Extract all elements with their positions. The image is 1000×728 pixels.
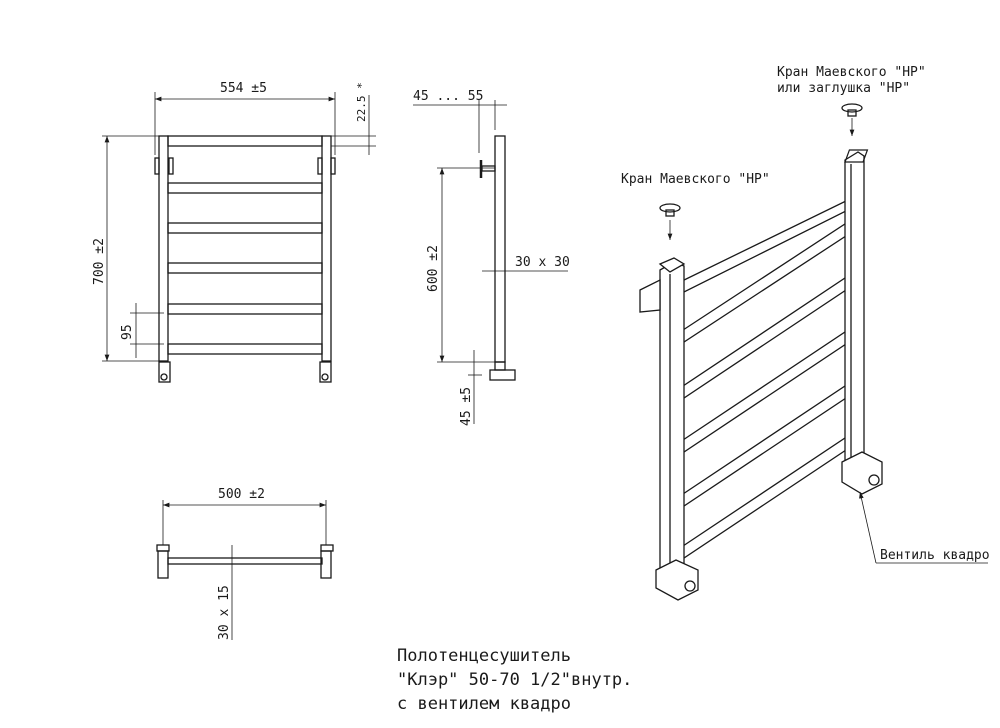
front-view: 554 ±5 700 ±2 95 22.5 * [92, 81, 376, 383]
valve-right [319, 361, 332, 383]
iso-rails [679, 199, 853, 559]
width-dim-554: 554 ±5 [220, 81, 267, 96]
label-valve-bottom: Вентиль квадро [880, 548, 990, 563]
label-valve-top-line1: Кран Маевского "НР" [777, 65, 926, 80]
center-distance-dim: 600 ±2 [426, 245, 441, 292]
title-line3: с вентилем квадро [397, 694, 571, 714]
isometric-view: Кран Маевского "НР" или заглушка "НР" Кр… [621, 65, 990, 601]
rail-pitch-dim: 95 [120, 324, 135, 340]
profile-dim-30x15: 30 x 15 [217, 585, 232, 640]
width-dim-500: 500 ±2 [218, 487, 265, 502]
wall-distance-dim: 45 ... 55 [413, 89, 483, 104]
height-dim-700: 700 ±2 [92, 238, 107, 285]
label-valve-top-line2: или заглушка "НР" [777, 81, 910, 96]
front-rails [167, 135, 323, 355]
title-block: Полотенцесушитель "Клэр" 50-70 1/2"внутр… [397, 646, 632, 714]
valve-left [158, 361, 171, 383]
label-valve-left: Кран Маевского "НР" [621, 172, 770, 187]
top-offset-dim: 22.5 * [355, 82, 368, 122]
profile-dim-30x30: 30 x 30 [515, 255, 570, 270]
top-view: 500 ±2 30 x 15 [156, 487, 334, 640]
title-line1: Полотенцесушитель [397, 646, 571, 666]
title-line2: "Клэр" 50-70 1/2"внутр. [397, 670, 632, 690]
side-view: 45 ... 55 600 ±2 30 x 30 45 ±5 [413, 89, 570, 426]
bottom-dim-45: 45 ±5 [459, 387, 474, 426]
